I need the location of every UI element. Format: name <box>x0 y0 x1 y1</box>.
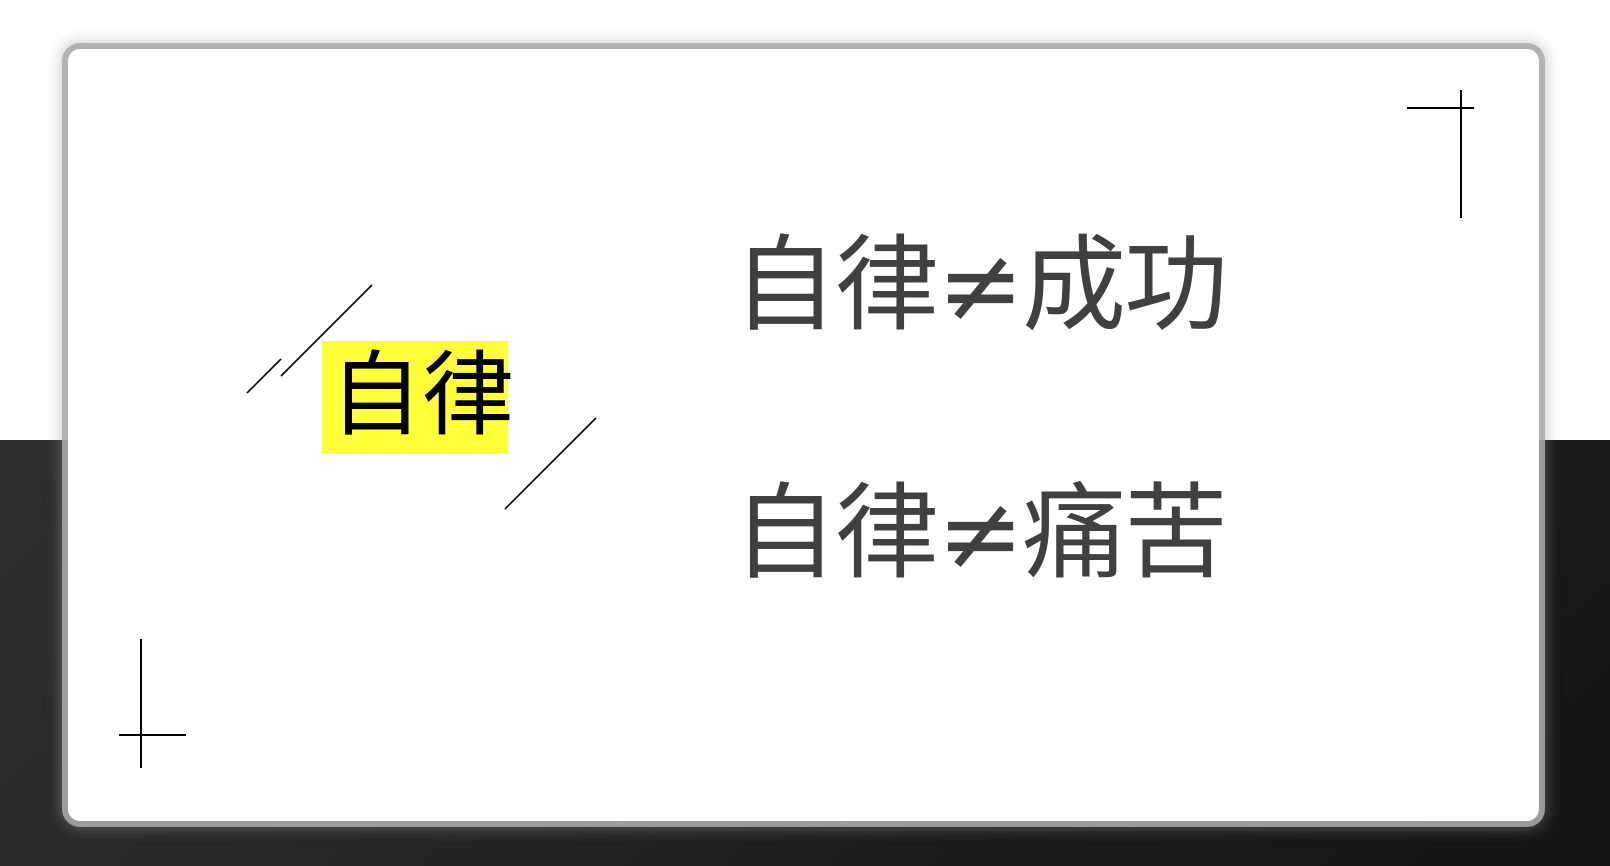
statement-not-pain: 自律≠痛苦 <box>733 472 1228 594</box>
statement-not-success: 自律≠成功 <box>733 224 1228 346</box>
keyword-label: 自律 <box>330 342 515 449</box>
slide-card <box>68 49 1539 821</box>
